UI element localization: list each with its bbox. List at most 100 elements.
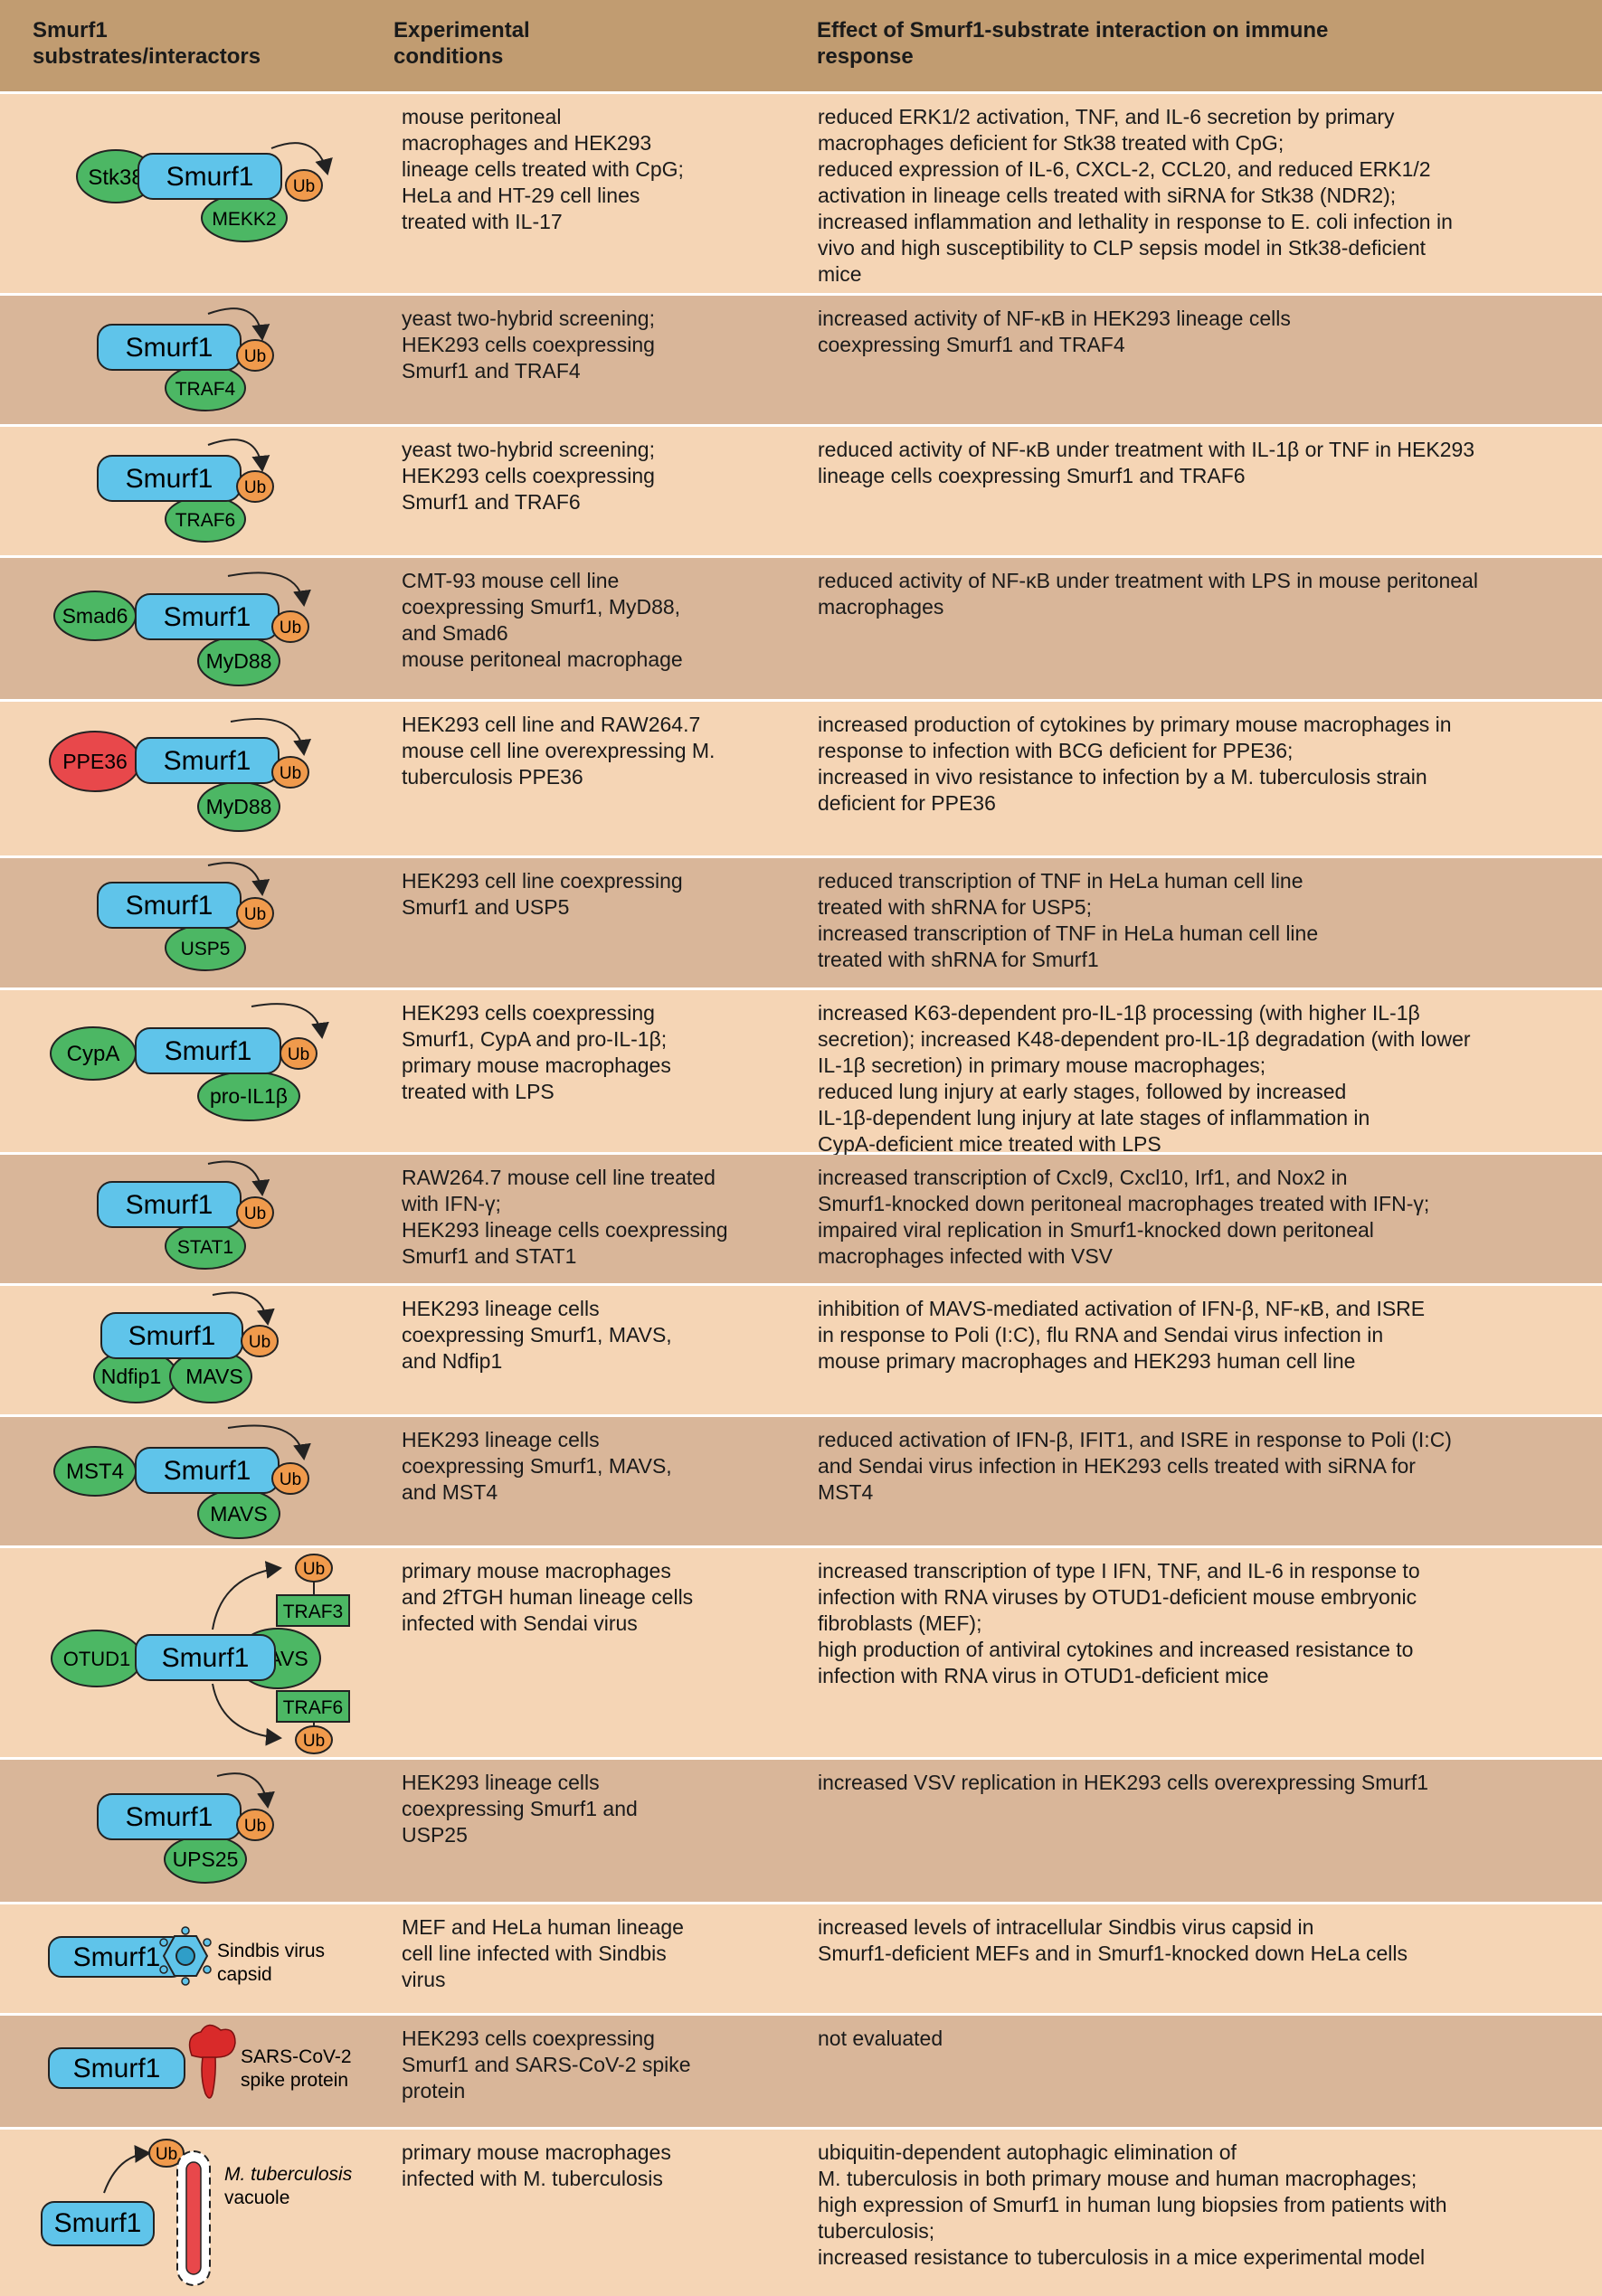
myd88-label: MyD88 — [206, 649, 272, 673]
smurf1-label: Smurf1 — [166, 162, 254, 192]
effect-cell: reduced activity of NF-κB under treatmen… — [818, 569, 1478, 619]
sindbis-diagram: Smurf1 Sindbis virus capsid — [48, 1926, 325, 1986]
mavs-label: MAVS — [185, 1365, 242, 1388]
ub-label: Ub — [280, 1470, 301, 1489]
ub-label: Ub — [244, 478, 266, 497]
conditions-cell: MEF and HeLa human lineage cell line inf… — [402, 1915, 684, 1991]
mavs-label: MAVS — [210, 1502, 267, 1526]
table-row: MST4 MAVS Smurf1 Ub HEK293 lineage cells… — [0, 1417, 1602, 1548]
conditions-cell: HEK293 cells coexpressing Smurf1, CypA a… — [402, 1001, 671, 1103]
ub-top-label: Ub — [303, 1560, 325, 1579]
traf4-diagram: TRAF4 Smurf1 Ub — [97, 307, 274, 411]
capsid-caption-1: Sindbis virus — [217, 1941, 325, 1961]
ub-label: Ub — [288, 1045, 309, 1064]
pro-il1b-label: pro-IL1β — [210, 1084, 288, 1108]
effect-cell: reduced ERK1/2 activation, TNF, and IL-6… — [818, 105, 1453, 286]
conditions-cell: HEK293 cell line and RAW264.7 mouse cell… — [402, 713, 716, 789]
table-row: USP5 Smurf1 Ub HEK293 cell line coexpres… — [0, 858, 1602, 990]
myd88-label: MyD88 — [206, 795, 272, 818]
stat1-diagram: STAT1 Smurf1 Ub — [97, 1160, 274, 1270]
effect-cell: increased K63-dependent pro-IL-1β proces… — [818, 1001, 1471, 1156]
table-row: Smurf1 SARS-CoV-2 spike protein HEK293 c… — [0, 2016, 1602, 2130]
traf4-label: TRAF4 — [175, 379, 236, 400]
smurf1-label: Smurf1 — [165, 1036, 252, 1066]
ub-label: Ub — [244, 905, 266, 924]
conditions-cell: HEK293 lineage cells coexpressing Smurf1… — [402, 1297, 672, 1373]
cypa-label: CypA — [67, 1042, 120, 1066]
virus-capsid-icon — [159, 1926, 212, 1986]
table-row: Smad6 MyD88 Smurf1 Ub CMT-93 mouse cell … — [0, 558, 1602, 702]
spike-caption-1: SARS-CoV-2 — [241, 2046, 352, 2067]
effect-cell: reduced transcription of TNF in HeLa hum… — [818, 869, 1319, 971]
ub-label: Ub — [244, 347, 266, 366]
conditions-cell: primary mouse macrophages infected with … — [402, 2140, 671, 2190]
mst4-diagram: MST4 MAVS Smurf1 Ub — [53, 1424, 311, 1539]
conditions-cell: HEK293 lineage cells coexpressing Smurf1… — [402, 1428, 672, 1504]
mtb-vacuole-diagram: Ub Smurf1 M. tuberculosis vacuole — [41, 2139, 353, 2286]
smurf1-label: Smurf1 — [73, 2054, 161, 2083]
effect-cell: increased transcription of Cxcl9, Cxcl10… — [818, 1166, 1430, 1268]
traf6-label: TRAF6 — [283, 1697, 344, 1718]
ub-label: Ub — [280, 764, 301, 783]
ub-label: Ub — [156, 2145, 177, 2164]
ub-label: Ub — [293, 177, 315, 196]
spike-protein-icon — [188, 2024, 236, 2099]
capsid-caption-2: capsid — [217, 1964, 272, 1985]
vacuole-icon — [176, 2150, 211, 2286]
smurf1-label: Smurf1 — [164, 746, 251, 776]
smurf1-label: Smurf1 — [164, 602, 251, 632]
header-effect: Effect of Smurf1-substrate interaction o… — [817, 18, 1329, 69]
effect-cell: inhibition of MAVS-mediated activation o… — [818, 1297, 1426, 1373]
table-row: Stk38 MEKK2 Smurf1 Ub mouse peritoneal m… — [0, 94, 1602, 296]
header-conditions: Experimental conditions — [393, 18, 530, 69]
effect-cell: increased VSV replication in HEK293 cell… — [818, 1771, 1428, 1794]
smurf1-label: Smurf1 — [162, 1643, 250, 1673]
mekk2-label: MEKK2 — [212, 209, 276, 230]
ub-label: Ub — [244, 1205, 266, 1224]
ndfip1-diagram: Ndfip1 MAVS Smurf1 Ub — [93, 1291, 279, 1403]
smurf1-label: Smurf1 — [126, 1190, 213, 1220]
usp5-diagram: USP5 Smurf1 Ub — [97, 862, 274, 971]
ups25-diagram: UPS25 Smurf1 Ub — [97, 1772, 275, 1884]
stk38-label: Stk38 — [88, 165, 143, 190]
conditions-cell: HEK293 cell line coexpressing Smurf1 and… — [402, 869, 683, 919]
table-row: Ub Ub TRAF3 TRAF6 MAVS OTUD1 Smurf1 prim… — [0, 1548, 1602, 1760]
effect-cell: reduced activation of IFN-β, IFIT1, and … — [818, 1428, 1452, 1504]
ub-bottom-label: Ub — [303, 1732, 325, 1751]
conditions-cell: mouse peritoneal macrophages and HEK293 … — [402, 105, 684, 233]
effect-cell: increased production of cytokines by pri… — [818, 713, 1452, 815]
traf6-label: TRAF6 — [175, 510, 236, 531]
smurf1-label: Smurf1 — [126, 333, 213, 363]
cypa-diagram: CypA pro-IL1β Smurf1 Ub — [50, 1003, 329, 1121]
conditions-cell: yeast two-hybrid screening; HEK293 cells… — [402, 438, 655, 514]
stk38-diagram: Stk38 MEKK2 Smurf1 Ub — [76, 142, 333, 242]
table-row: Ndfip1 MAVS Smurf1 Ub HEK293 lineage cel… — [0, 1286, 1602, 1417]
traf3-label: TRAF3 — [283, 1602, 344, 1622]
table-row: UPS25 Smurf1 Ub HEK293 lineage cells coe… — [0, 1760, 1602, 1904]
conditions-cell: RAW264.7 mouse cell line treated with IF… — [402, 1166, 728, 1268]
table-row: PPE36 MyD88 Smurf1 Ub HEK293 cell line a… — [0, 702, 1602, 858]
smurf1-label: Smurf1 — [54, 2208, 142, 2238]
smurf1-label: Smurf1 — [164, 1456, 251, 1486]
effect-cell: ubiquitin-dependent autophagic eliminati… — [818, 2140, 1447, 2269]
table-row: Ub Smurf1 M. tuberculosis vacuole primar… — [0, 2130, 1602, 2291]
otud1-diagram: Ub Ub TRAF3 TRAF6 MAVS OTUD1 Smurf1 — [51, 1554, 350, 1754]
spike-caption-2: spike protein — [241, 2070, 348, 2091]
ndfip1-label: Ndfip1 — [101, 1365, 161, 1388]
sars-cov-2-diagram: Smurf1 SARS-CoV-2 spike protein — [48, 2024, 352, 2099]
table-header: Smurf1 substrates/interactors Experiment… — [0, 0, 1602, 94]
conditions-cell: primary mouse macrophages and 2fTGH huma… — [402, 1559, 694, 1635]
header-substrates: Smurf1 substrates/interactors — [33, 18, 261, 69]
ppe36-diagram: PPE36 MyD88 Smurf1 Ub — [49, 718, 312, 832]
smurf1-label: Smurf1 — [126, 1802, 213, 1832]
conditions-cell: HEK293 cells coexpressing Smurf1 and SAR… — [402, 2027, 691, 2102]
ppe36-label: PPE36 — [62, 750, 128, 773]
table-row: CypA pro-IL1β Smurf1 Ub HEK293 cells coe… — [0, 990, 1602, 1156]
conditions-cell: HEK293 lineage cells coexpressing Smurf1… — [402, 1771, 638, 1847]
conditions-cell: yeast two-hybrid screening; HEK293 cells… — [402, 307, 655, 383]
table-row: STAT1 Smurf1 Ub RAW264.7 mouse cell line… — [0, 1155, 1602, 1286]
mtb-caption-2: vacuole — [224, 2187, 289, 2208]
smad6-label: Smad6 — [62, 604, 128, 628]
effect-cell: increased transcription of type I IFN, T… — [818, 1559, 1420, 1687]
